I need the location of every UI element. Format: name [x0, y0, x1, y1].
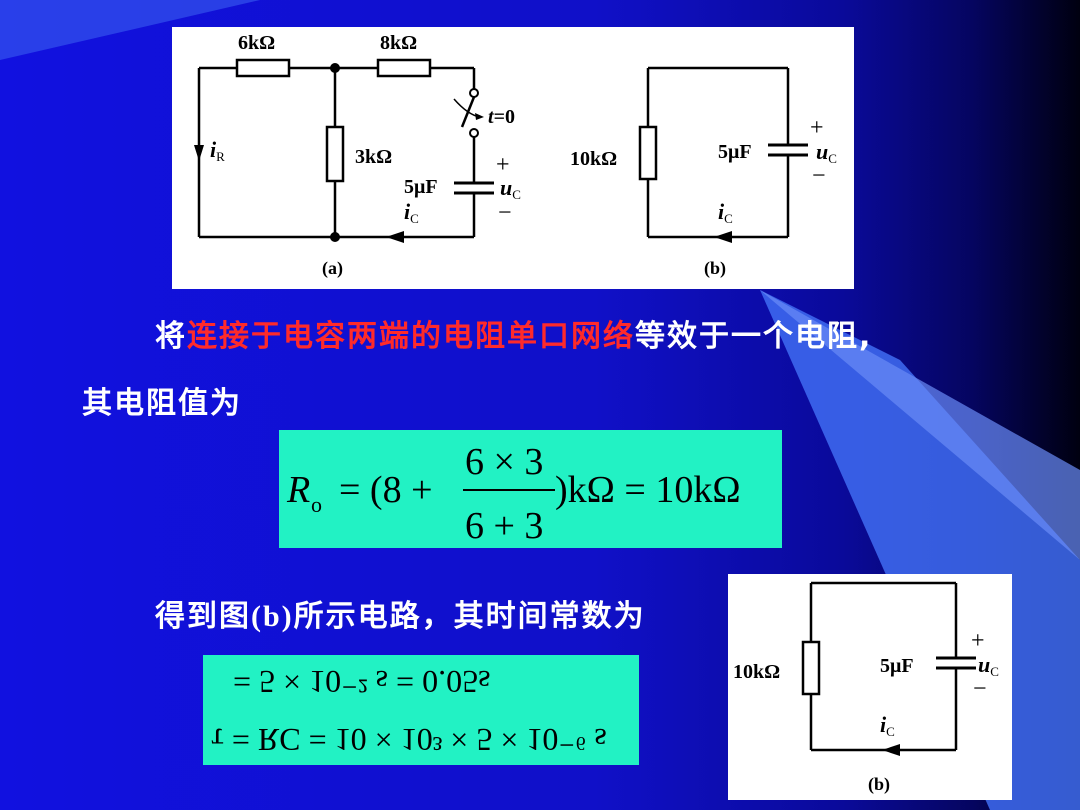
text-line-1-post: 等效于一个电阻,	[635, 319, 873, 354]
resistor-10k	[638, 125, 658, 181]
label-switch-t: t	[488, 106, 495, 128]
ic-arrow-icon-b	[714, 231, 732, 243]
text-line-1-pre: 将	[155, 319, 187, 354]
label-ic-small: i	[880, 712, 887, 737]
label-ir: i	[210, 137, 217, 162]
label-plus-a: +	[496, 152, 510, 178]
svg-text:iR: iR	[210, 137, 225, 164]
ic-arrow-icon-a	[386, 231, 404, 243]
text-line-2: 其电阻值为	[82, 386, 242, 421]
label-uc-a: u	[500, 175, 512, 200]
label-uc-b: u	[816, 139, 828, 164]
circuit-diagram-b-small: 10kΩ 5μF + − uC iC (b)	[733, 581, 999, 795]
text-line-3-pre: 得到图	[155, 599, 251, 634]
formula-box: R o = (8 + 6 × 3 6 + 3 )kΩ = 10kΩ	[279, 430, 782, 548]
circuit-panel-top: 6kΩ 8kΩ 3kΩ t=0 iR 5μF + − uC iC (a) 10k…	[172, 27, 854, 289]
caption-b: (b)	[704, 258, 726, 279]
label-10k: 10kΩ	[570, 148, 617, 170]
label-ic-sub-b: C	[724, 211, 733, 226]
label-cap-b: 5μF	[718, 141, 752, 163]
label-switch-eq: =0	[494, 106, 515, 128]
label-ic-a: i	[404, 199, 411, 224]
circuit-diagrams-ab: 6kΩ 8kΩ 3kΩ t=0 iR 5μF + − uC iC (a) 10k…	[194, 32, 837, 279]
resistor-3k	[325, 125, 345, 183]
text-line-3: 得到图(b)所示电路，其时间常数为	[155, 591, 646, 635]
tau-line-1: τ = RC = 10 × 10³ × 5 × 10⁻⁶ s	[211, 722, 607, 758]
label-uc-sub-a: C	[512, 187, 521, 202]
label-minus-b: −	[812, 163, 826, 189]
text-line-3-b: (b)	[251, 600, 294, 633]
resistor-8k	[376, 58, 432, 78]
label-8k: 8kΩ	[380, 32, 417, 54]
caption-a: (a)	[322, 258, 343, 279]
resistor-10k-small	[801, 640, 821, 696]
ir-arrow-icon	[194, 145, 204, 161]
text-line-1: 将连接于电容两端的电阻单口网络等效于一个电阻,	[155, 311, 872, 355]
svg-text:uC: uC	[816, 139, 837, 166]
label-3k: 3kΩ	[355, 146, 392, 168]
caption-b-small: (b)	[868, 774, 890, 795]
label-cap-a: 5μF	[404, 176, 438, 198]
formula-r: R	[286, 469, 310, 511]
tau-formula-box: τ = RC = 10 × 10³ × 5 × 10⁻⁶ s = 5 × 10⁻…	[203, 655, 639, 765]
resistor-6k	[235, 58, 291, 78]
label-uc-small: u	[978, 652, 990, 677]
circuit-panel-small: 10kΩ 5μF + − uC iC (b)	[728, 574, 1012, 800]
ic-arrow-icon-small	[882, 744, 900, 756]
label-10k-small: 10kΩ	[733, 661, 780, 683]
tau-line-2: = 5 × 10⁻² s = 0.05s	[233, 664, 491, 700]
formula-ro: R o = (8 + 6 × 3 6 + 3 )kΩ = 10kΩ	[286, 441, 741, 547]
label-uc-sub-small: C	[990, 664, 999, 679]
svg-text:t=0: t=0	[488, 106, 515, 128]
label-cap-small: 5μF	[880, 655, 914, 677]
svg-text:uC: uC	[978, 652, 999, 679]
formula-r-sub: o	[311, 492, 322, 517]
formula-denominator: 6 + 3	[465, 505, 543, 547]
svg-text:uC: uC	[500, 175, 521, 202]
label-minus-small: −	[973, 676, 987, 702]
svg-text:iC: iC	[718, 199, 733, 226]
label-plus-b: +	[810, 115, 824, 141]
label-ir-sub: R	[216, 149, 225, 164]
text-line-1-highlight: 连接于电容两端的电阻单口网络	[187, 319, 635, 354]
text-line-3-post: 所示电路，其时间常数为	[293, 599, 646, 634]
label-minus-a: −	[498, 200, 512, 226]
label-ic-sub-small: C	[886, 724, 895, 739]
label-ic-b: i	[718, 199, 725, 224]
formula-eq1: = (8 +	[339, 469, 433, 511]
svg-text:iC: iC	[880, 712, 895, 739]
svg-text:iC: iC	[404, 199, 419, 226]
formula-numerator: 6 × 3	[465, 441, 543, 483]
label-plus-small: +	[971, 628, 985, 654]
formula-rest: )kΩ = 10kΩ	[555, 469, 741, 511]
label-6k: 6kΩ	[238, 32, 275, 54]
label-ic-sub-a: C	[410, 211, 419, 226]
label-uc-sub-b: C	[828, 151, 837, 166]
